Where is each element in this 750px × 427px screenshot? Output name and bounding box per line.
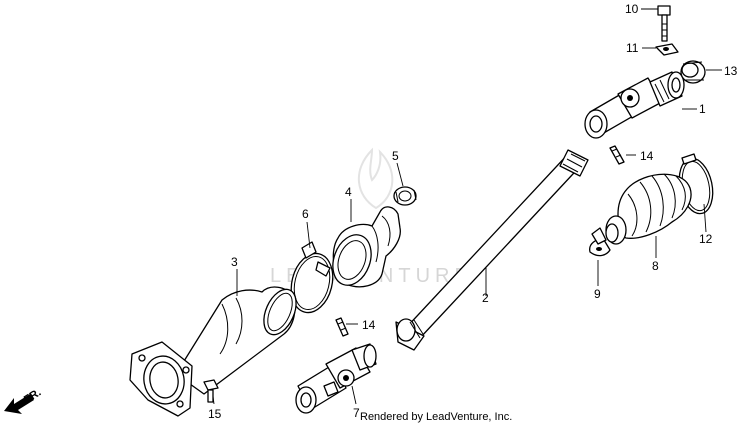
callout-14-upper: 14: [640, 149, 654, 163]
callout-8: 8: [652, 259, 659, 273]
callout-1: 1: [699, 102, 706, 116]
callout-5: 5: [392, 149, 399, 163]
callout-14-lower: 14: [362, 318, 376, 332]
callout-11: 11: [626, 41, 639, 55]
corrugated-boot: [605, 173, 692, 245]
callout-10: 10: [625, 2, 639, 16]
band-clamp: [290, 241, 334, 314]
spring-pin-lower: [335, 317, 349, 337]
front-boot: [332, 206, 401, 288]
callout-13: 13: [724, 64, 738, 78]
boot-clip: [589, 227, 611, 257]
drive-shaft: [395, 149, 589, 351]
rear-universal-joint: [584, 71, 685, 139]
callout-labels: 1 2 3 4 5 6 7 8 9 10 11 12 13 14 14 15: [208, 2, 738, 421]
callout-6: 6: [302, 207, 309, 221]
front-direction-arrow: FR.: [4, 386, 43, 414]
callout-3: 3: [231, 255, 238, 269]
callout-4: 4: [345, 185, 352, 199]
seal-ring: [680, 60, 706, 84]
render-credit: Rendered by LeadVenture, Inc.: [360, 411, 513, 423]
nut: [655, 43, 679, 56]
spring-pin-upper: [609, 145, 625, 165]
bolt: [657, 5, 671, 42]
callout-7: 7: [353, 406, 360, 420]
callout-2: 2: [482, 291, 489, 305]
shaft-protector: [129, 286, 297, 417]
callout-15: 15: [208, 407, 222, 421]
front-universal-joint: [295, 343, 377, 414]
collar: [393, 186, 417, 206]
callout-12: 12: [699, 232, 713, 246]
callout-9: 9: [594, 287, 601, 301]
leader-lines: [212, 8, 722, 405]
